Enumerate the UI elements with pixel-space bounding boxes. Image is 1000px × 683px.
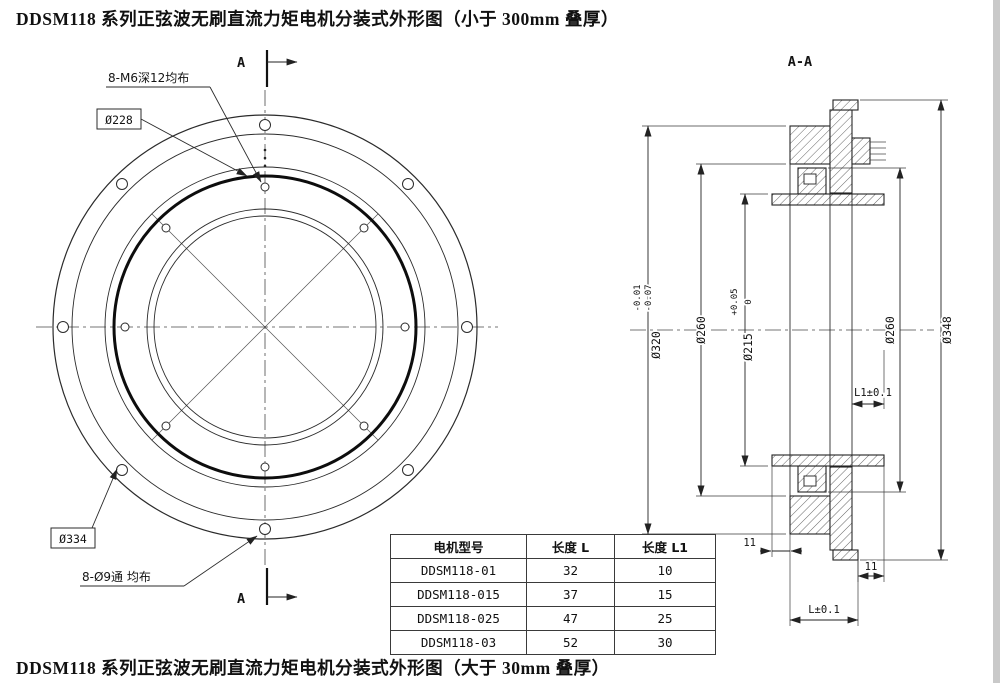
table-cell: DDSM118-01 xyxy=(390,558,527,583)
col-header-length-l: 长度 L xyxy=(526,534,615,559)
terminal-block xyxy=(851,137,871,165)
table-cell: 10 xyxy=(614,558,716,583)
d215-dim-text: Ø215 xyxy=(741,333,755,361)
d260-right-dim-text: Ø260 xyxy=(883,316,897,344)
bolt-hole xyxy=(461,321,473,333)
col-header-model: 电机型号 xyxy=(390,534,527,559)
m6-hole xyxy=(260,182,270,192)
bolt-hole xyxy=(402,178,414,190)
bolt-hole xyxy=(57,321,69,333)
table-cell: 25 xyxy=(614,606,716,631)
rotor-sleeve-top xyxy=(771,193,885,206)
bolt-hole xyxy=(116,464,128,476)
d320-tol-upper: -0.01 xyxy=(633,284,643,311)
page-title: DDSM118 系列正弦波无刷直流力矩电机分装式外形图（小于 300mm 叠厚） xyxy=(16,9,619,29)
m6-hole xyxy=(120,322,130,332)
magnet-step-bottom xyxy=(803,475,817,487)
d215-tol-lower: 0 xyxy=(744,299,754,304)
bolt-hole xyxy=(259,119,271,131)
dim-11-left-text: 11 xyxy=(743,537,756,549)
d320-tol-lower: -0.07 xyxy=(644,284,654,311)
d215-tol-upper: +0.05 xyxy=(730,288,740,315)
diagonal-centerline xyxy=(151,213,379,441)
innermost-circle xyxy=(153,215,377,439)
flange-section-top xyxy=(829,109,853,194)
housing-section-bottom xyxy=(789,495,831,535)
section-view-title: A-A xyxy=(788,54,812,70)
outer-flange-circle xyxy=(52,114,478,540)
table-cell: 37 xyxy=(526,582,615,607)
leader-line xyxy=(91,468,118,529)
l1-dim-text: L1±0.1 xyxy=(854,387,892,399)
housing-section-top xyxy=(789,125,831,165)
section-view: A-A -0.01 -0.07 Ø320 xyxy=(630,54,956,626)
table-cell: 52 xyxy=(526,630,615,655)
through-holes-label: 8-Ø9通 均布 xyxy=(82,570,151,584)
bolt-hole xyxy=(259,523,271,535)
table-row: DDSM118-03 52 30 xyxy=(390,630,716,655)
m6-hole xyxy=(260,462,270,472)
bolt-hole xyxy=(402,464,414,476)
m6-hole xyxy=(161,223,171,233)
table-cell: 32 xyxy=(526,558,615,583)
magnet-step-top xyxy=(803,173,817,185)
flange-step-circle xyxy=(71,133,459,521)
flange-section-bottom xyxy=(829,466,853,551)
detail-dot xyxy=(263,148,267,152)
detail-dot xyxy=(263,164,267,168)
dim-11-right-text: 11 xyxy=(865,561,878,573)
m6-hole xyxy=(400,322,410,332)
table-cell: DDSM118-03 xyxy=(390,630,527,655)
m6-hole xyxy=(359,421,369,431)
rotor-circle xyxy=(112,174,418,480)
table-row: DDSM118-01 32 10 xyxy=(390,558,716,583)
d320-dim-text: Ø320 xyxy=(649,331,663,359)
scrollbar-strip xyxy=(993,0,1000,683)
front-view: 8-M6深12均布 Ø228 Ø334 8-Ø9通 均布 A A xyxy=(36,50,498,607)
col-header-length-l1: 长度 L1 xyxy=(614,534,716,559)
d334-box xyxy=(50,527,96,549)
rotor-sleeve-bottom xyxy=(771,454,885,467)
section-letter-bottom: A xyxy=(237,591,245,607)
leader-line xyxy=(183,535,258,587)
detail-dot xyxy=(263,156,267,160)
page-subtitle: DDSM118 系列正弦波无刷直流力矩电机分装式外形图（大于 30mm 叠厚） xyxy=(16,658,610,678)
table-row: DDSM118-025 47 25 xyxy=(390,606,716,631)
d260-left-dim-text: Ø260 xyxy=(694,316,708,344)
m6-hole-label: 8-M6深12均布 xyxy=(108,71,189,85)
bolt-hole xyxy=(116,178,128,190)
flange-rim-top xyxy=(832,99,859,111)
leader-line xyxy=(209,86,262,183)
d334-label: Ø334 xyxy=(59,532,87,546)
table-cell: DDSM118-025 xyxy=(390,606,527,631)
d228-label: Ø228 xyxy=(105,113,133,127)
l-dim-text: L±0.1 xyxy=(808,604,840,616)
table-row: DDSM118-015 37 15 xyxy=(390,582,716,607)
d348-dim-text: Ø348 xyxy=(940,316,954,344)
table-cell: 30 xyxy=(614,630,716,655)
table-cell: DDSM118-015 xyxy=(390,582,527,607)
table-header-row: 电机型号 长度 L 长度 L1 xyxy=(390,534,716,559)
table-cell: 15 xyxy=(614,582,716,607)
m6-hole xyxy=(359,223,369,233)
section-letter-top: A xyxy=(237,55,245,71)
table-cell: 47 xyxy=(526,606,615,631)
inner-bore-circle xyxy=(146,208,384,446)
leader-line xyxy=(140,118,248,177)
flange-rim-bottom xyxy=(832,549,859,561)
m6-hole xyxy=(161,421,171,431)
spec-table: 电机型号 长度 L 长度 L1 DDSM118-01 32 10 DDSM118… xyxy=(390,534,716,655)
